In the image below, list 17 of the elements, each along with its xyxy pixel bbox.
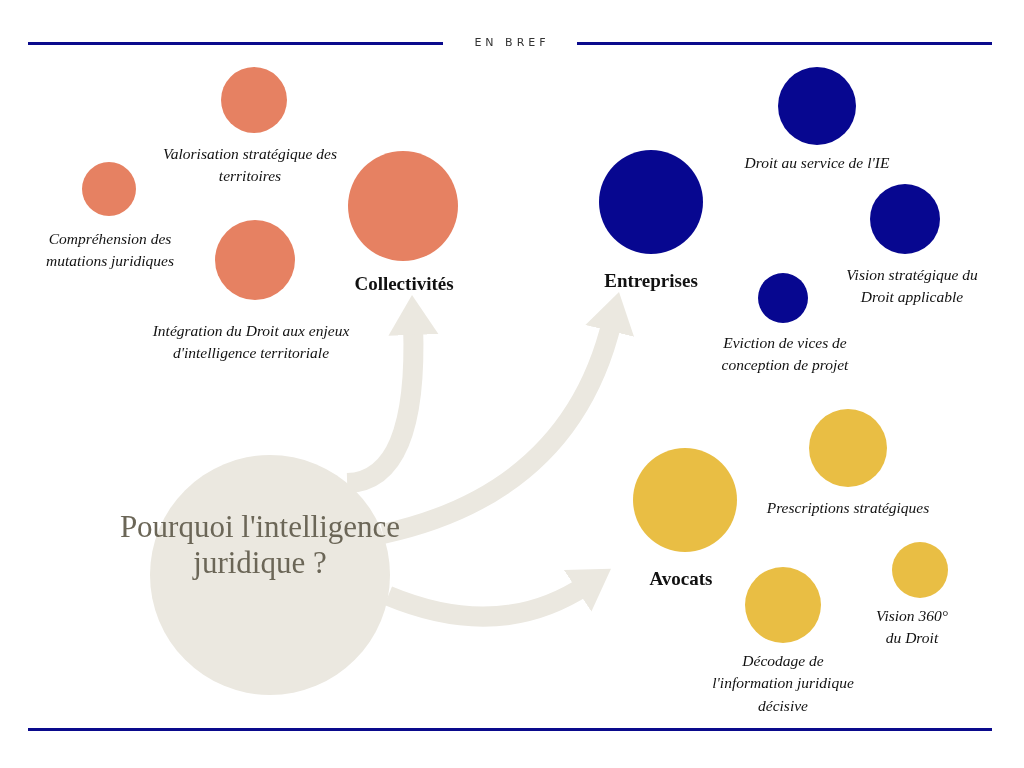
circle-caption: Décodage de l'information juridique décisive — [711, 651, 855, 716]
circle-caption: Compréhension des mutations juridiques — [45, 229, 175, 272]
curved-arrow — [380, 292, 634, 544]
curved-arrow — [345, 295, 439, 493]
group-label: Entreprises — [603, 270, 699, 292]
circle-caption: Valorisation stratégique des territoires — [162, 144, 338, 187]
circle-caption: Vision stratégique du Droit applicable — [845, 265, 979, 308]
circle-caption: Droit au service de l'IE — [743, 153, 891, 173]
circle-caption: Eviction de vices de conception de projet — [720, 333, 850, 376]
circle-caption: Intégration du Droit aux enjeux d'intelligence territoriale — [151, 321, 351, 364]
group-label: Collectivités — [353, 273, 455, 295]
curved-arrow — [384, 569, 612, 627]
central-question: Pourquoi l'intelligence juridique ? — [118, 509, 402, 581]
group-label: Avocats — [648, 568, 714, 590]
section-label: EN BREF — [473, 36, 551, 49]
circle-caption: Prescriptions stratégiques — [765, 498, 931, 518]
circle-caption: Vision 360° du Droit — [875, 606, 949, 649]
